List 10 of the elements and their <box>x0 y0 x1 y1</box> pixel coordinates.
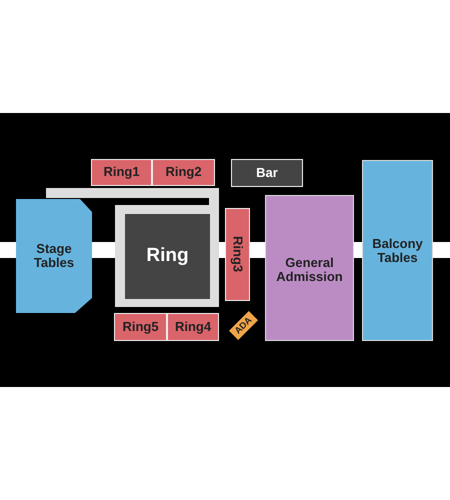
section-block: Ring1 <box>91 159 152 186</box>
section-block: Stage Tables <box>16 199 92 313</box>
ring-area: Ring <box>125 214 210 299</box>
section-block: Balcony Tables <box>362 160 433 341</box>
section-block: Ring4 <box>167 313 219 341</box>
section-block: Ring2 <box>152 159 215 186</box>
section-block: Ring3 <box>225 208 250 301</box>
section-block: Ring5 <box>114 313 167 341</box>
bar-area: Bar <box>231 159 303 187</box>
section-block: General Admission <box>265 195 354 341</box>
